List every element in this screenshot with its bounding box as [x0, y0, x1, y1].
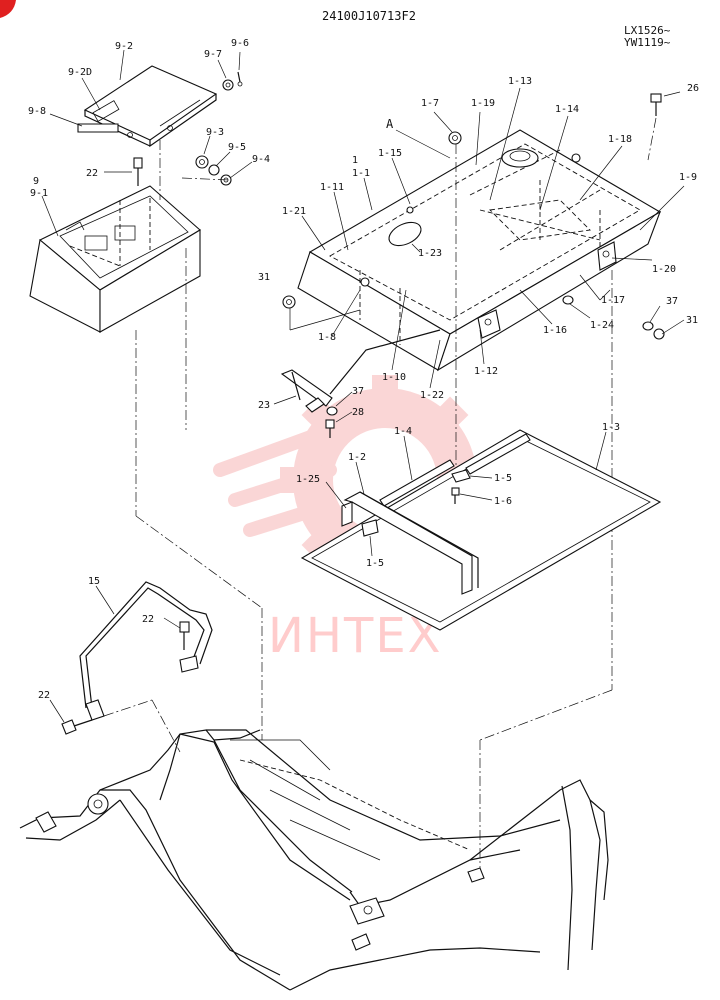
- label-9-7: 9-7: [204, 49, 222, 60]
- washer-37-left: [326, 406, 338, 416]
- label-9-8: 9-8: [28, 106, 46, 117]
- label-1-1: 1-1: [352, 168, 370, 179]
- bolt-22-upper: [179, 621, 190, 650]
- battery-leaders: [41, 49, 253, 237]
- label-1-20: 1-20: [652, 264, 676, 275]
- fastener-9-3: [195, 155, 209, 169]
- stay-23: [280, 329, 441, 407]
- label-22-battery: 22: [86, 168, 98, 179]
- serial-line-2: YW1119~: [624, 36, 671, 49]
- label-1-7: 1-7: [421, 98, 439, 109]
- label-22-rail-lower: 22: [38, 690, 50, 701]
- bolt-22-lower: [61, 719, 93, 735]
- label-37-right: 37: [666, 296, 678, 307]
- label-23: 23: [258, 400, 270, 411]
- serial-line-1: LX1526~: [624, 24, 671, 37]
- drawing-number: 24100J10713F2: [322, 9, 416, 23]
- clip-1-5-upper: [451, 469, 471, 483]
- label-1-8: 1-8: [318, 332, 336, 343]
- label-1-4: 1-4: [394, 426, 412, 437]
- label-1-16: 1-16: [543, 325, 567, 336]
- label-9-2d: 9-2D: [68, 67, 92, 78]
- label-9-5: 9-5: [228, 142, 246, 153]
- label-1-12: 1-12: [474, 366, 498, 377]
- label-1-13: 1-13: [508, 76, 532, 87]
- label-1-18: 1-18: [608, 134, 632, 145]
- label-1-19: 1-19: [471, 98, 495, 109]
- label-1-9: 1-9: [679, 172, 697, 183]
- battery-cover: [83, 65, 218, 148]
- washer-1-24: [562, 295, 574, 305]
- nut-31-left: [282, 295, 296, 309]
- stay-leaders: [273, 391, 353, 423]
- label-1-14: 1-14: [555, 104, 579, 115]
- label-1-3: 1-3: [602, 422, 620, 433]
- handrail-15: [79, 581, 213, 721]
- bolt-28: [325, 419, 335, 438]
- label-1-2: 1-2: [348, 452, 366, 463]
- label-22-rail-upper: 22: [142, 614, 154, 625]
- part-labels: 9-2 9-7 9-6 9-2D 9-8 9-3 9-5 9-4 22 9 9-…: [28, 38, 699, 701]
- pin-lower: [305, 397, 325, 413]
- label-1-23: 1-23: [418, 248, 442, 259]
- battery-strap: [77, 123, 119, 133]
- clip-1-5-lower: [361, 519, 379, 537]
- label-26: 26: [687, 83, 699, 94]
- label-31-left: 31: [258, 272, 270, 283]
- seal-frame: [300, 429, 662, 631]
- label-15: 15: [88, 576, 100, 587]
- fastener-9-6: [237, 71, 243, 87]
- washer-37-right: [642, 321, 654, 331]
- nut-31-right: [653, 328, 665, 340]
- label-1-15: 1-15: [378, 148, 402, 159]
- battery-bolt: [133, 157, 143, 186]
- label-1-17: 1-17: [601, 295, 625, 306]
- watermark-text: ИНТЕХ: [268, 608, 443, 664]
- label-1-6: 1-6: [494, 496, 512, 507]
- view-marker-a: A: [386, 117, 394, 131]
- label-9-3: 9-3: [206, 127, 224, 138]
- label-1-11: 1-11: [320, 182, 344, 193]
- battery-box: [29, 185, 201, 333]
- label-9-2: 9-2: [115, 41, 133, 52]
- fastener-9-7: [222, 79, 234, 91]
- label-28: 28: [352, 407, 364, 418]
- handle-bar: [341, 491, 479, 595]
- handrail-leaders: [49, 248, 263, 753]
- bolt-1-7: [448, 131, 462, 145]
- frame-leaders: [325, 431, 607, 557]
- label-1-5-upper: 1-5: [494, 473, 512, 484]
- label-1-21: 1-21: [282, 206, 306, 217]
- label-9-6: 9-6: [231, 38, 249, 49]
- label-9: 9: [33, 176, 39, 187]
- cover-leaders: [289, 87, 685, 870]
- label-1-5-lower: 1-5: [366, 558, 384, 569]
- corner-mark: [0, 0, 16, 18]
- label-31-right: 31: [686, 315, 698, 326]
- label-1-22: 1-22: [420, 390, 444, 401]
- fastener-9-5: [208, 164, 220, 176]
- label-37-left: 37: [352, 386, 364, 397]
- label-1-24: 1-24: [590, 320, 614, 331]
- label-1: 1: [352, 155, 358, 166]
- label-9-1: 9-1: [30, 188, 48, 199]
- chassis-frame: [19, 729, 609, 991]
- label-1-25: 1-25: [296, 474, 320, 485]
- main-cover: [297, 129, 662, 372]
- bolt-26: [650, 93, 662, 116]
- label-9-4: 9-4: [252, 154, 270, 165]
- bolt-1-6: [451, 487, 460, 504]
- label-1-10: 1-10: [382, 372, 406, 383]
